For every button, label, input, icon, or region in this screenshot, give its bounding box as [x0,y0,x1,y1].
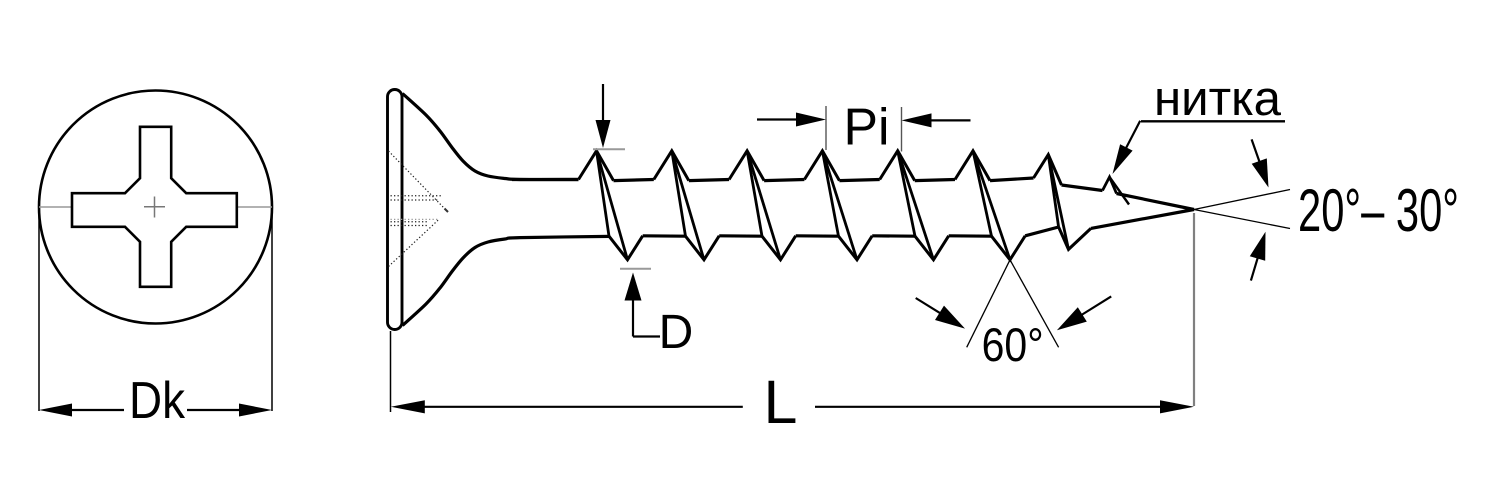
svg-text:Pi: Pi [844,99,890,157]
svg-text:20°– 30°: 20°– 30° [1298,176,1459,244]
svg-text:Dk: Dk [129,372,186,430]
svg-text:L: L [764,368,798,436]
svg-text:D: D [659,306,694,359]
svg-text:нитка: нитка [1154,72,1282,126]
svg-text:60°: 60° [982,318,1044,371]
